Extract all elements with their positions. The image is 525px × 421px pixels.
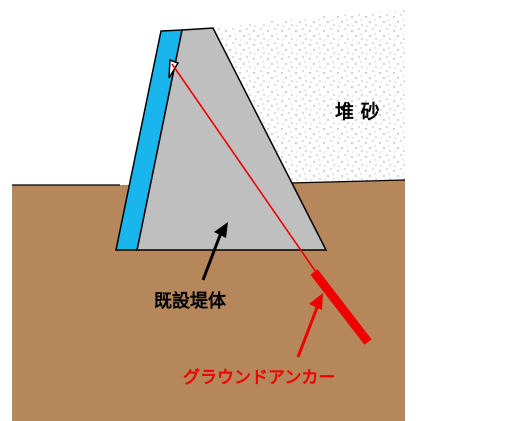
anchor-label-arrow-head: [309, 293, 323, 310]
dam-label: 既設堤体: [154, 290, 227, 312]
upstream-facing: [115, 29, 183, 251]
sediment-area: [213, 10, 405, 183]
anchor-tendon: [171, 63, 319, 276]
dam-label-arrow-shaft: [201, 229, 224, 281]
sediment-label: 堆 砂: [335, 100, 380, 123]
anchor-label-arrow-shaft: [296, 304, 320, 358]
anchor-label: グラウンドアンカー: [183, 367, 335, 388]
ground-surface-right: [289, 179, 406, 184]
dam-label-arrow-head: [214, 222, 228, 238]
anchor-head-notch: [168, 58, 180, 79]
anchor-fixed-section: [310, 269, 372, 345]
